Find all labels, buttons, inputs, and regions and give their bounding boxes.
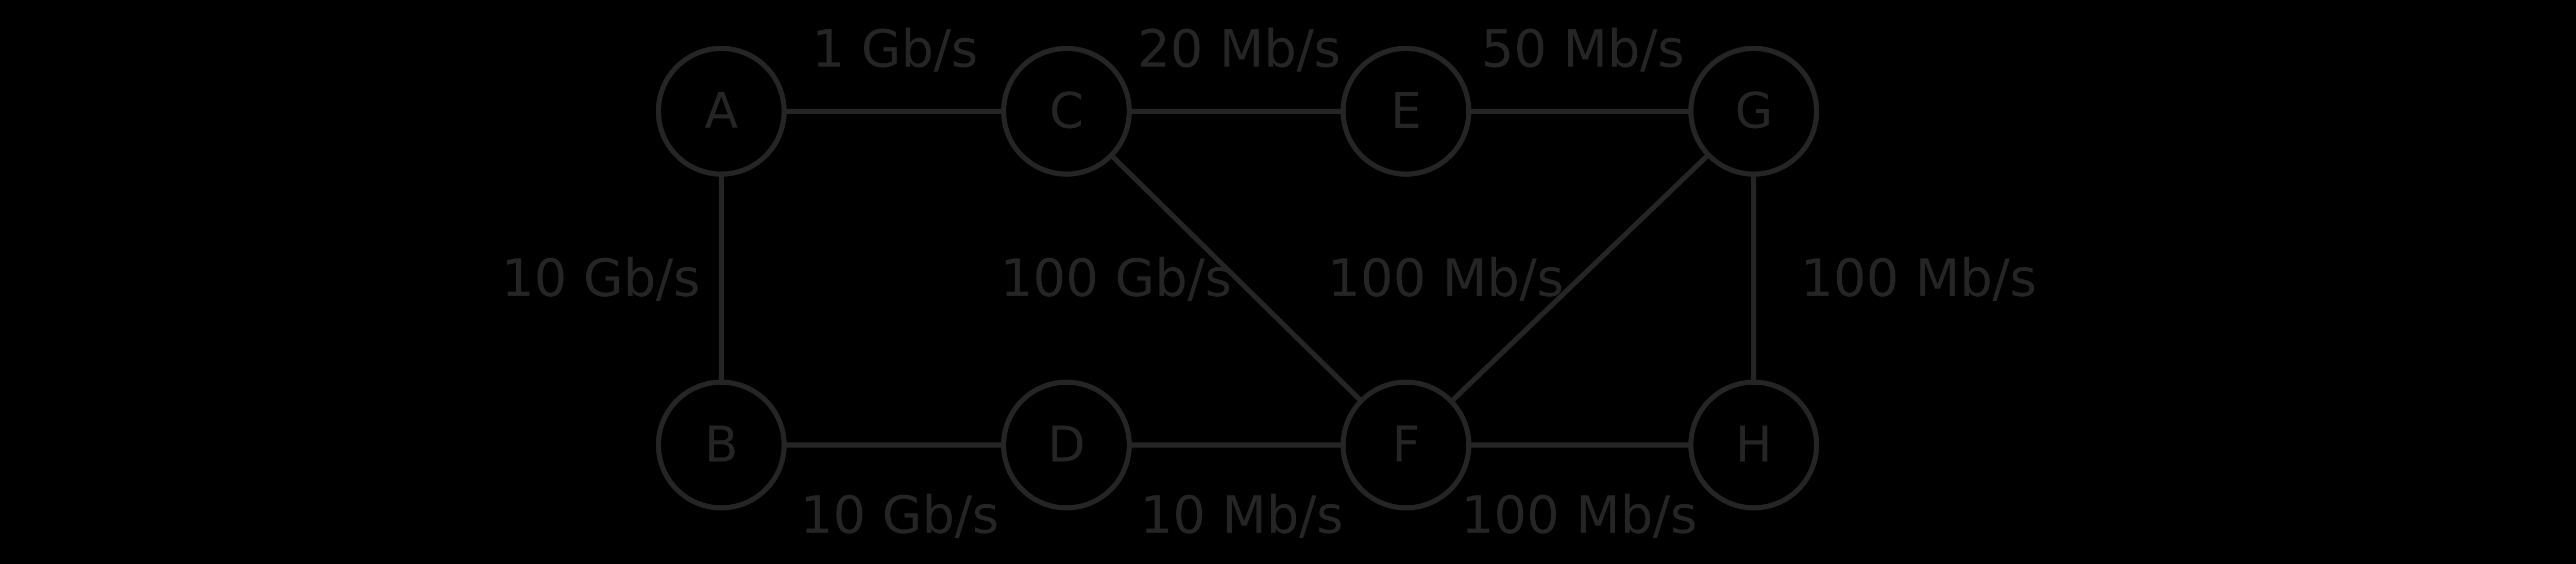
node-A-label: A — [705, 83, 738, 140]
edge-label-D-F: 10 Mb/s — [1140, 485, 1344, 545]
edge-label-C-E: 20 Mb/s — [1138, 19, 1341, 79]
node-C-circle — [1001, 46, 1132, 177]
edge-label-C-F: 100 Gb/s — [1000, 248, 1231, 309]
edge-label-F-G: 100 Mb/s — [1328, 248, 1564, 309]
edge-label-B-D: 10 Gb/s — [800, 485, 999, 545]
edge-label-G-H: 100 Mb/s — [1801, 248, 2037, 309]
edge-label-A-B: 10 Gb/s — [501, 248, 700, 309]
node-F-label: F — [1392, 417, 1420, 473]
node-F-circle — [1341, 380, 1471, 510]
node-H-label: H — [1735, 417, 1772, 473]
node-G-label: G — [1735, 83, 1773, 140]
node-C-label: C — [1049, 83, 1083, 140]
node-E-circle — [1341, 46, 1471, 177]
node-B-label: B — [704, 417, 738, 473]
node-B-circle — [656, 380, 787, 510]
node-A-circle — [656, 46, 787, 177]
edge-label-A-C: 1 Gb/s — [812, 19, 978, 79]
node-E-label: E — [1391, 83, 1421, 140]
edge-F-G — [1449, 152, 1710, 404]
edge-label-F-H: 100 Mb/s — [1461, 485, 1697, 545]
node-D-circle — [1001, 380, 1132, 510]
edge-C-F — [1109, 153, 1363, 403]
edge-label-E-G: 50 Mb/s — [1481, 19, 1685, 79]
node-D-label: D — [1047, 417, 1085, 473]
node-H-circle — [1688, 380, 1819, 510]
node-G-circle — [1688, 46, 1819, 177]
